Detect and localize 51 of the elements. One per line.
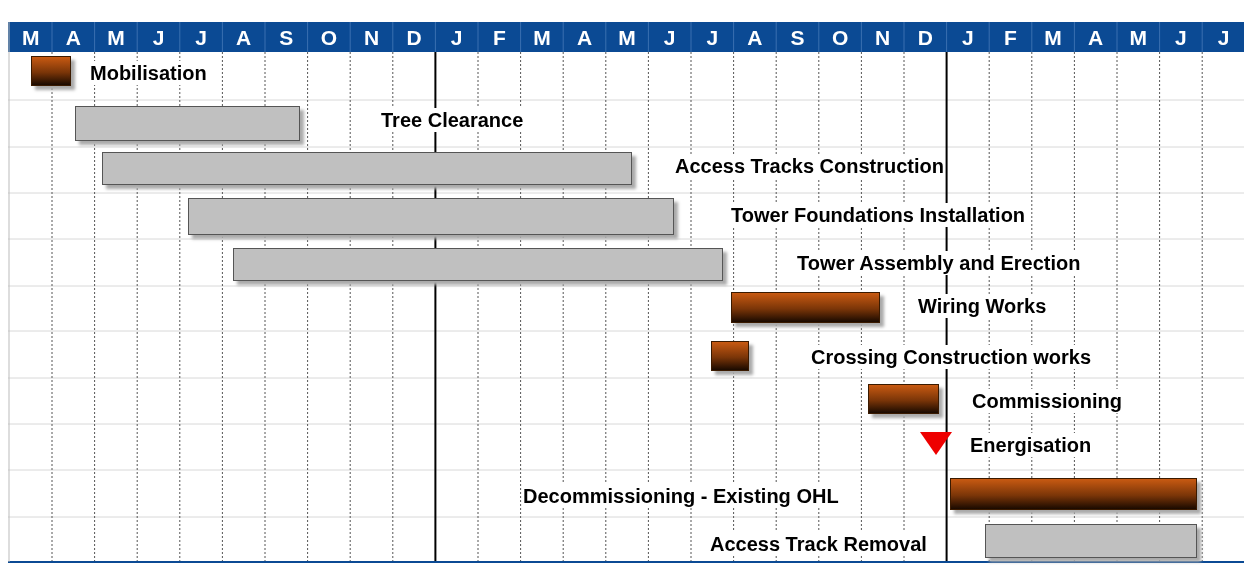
month-label: A bbox=[575, 25, 594, 51]
month-label: M bbox=[1043, 25, 1063, 51]
month-label: J bbox=[1174, 25, 1188, 51]
month-label: A bbox=[746, 25, 764, 51]
month-label: J bbox=[1216, 25, 1231, 51]
task-label: Crossing Construction works bbox=[811, 345, 1092, 369]
month-label: M bbox=[1128, 25, 1149, 51]
month-label: J bbox=[194, 25, 208, 51]
month-label: O bbox=[830, 25, 850, 51]
month-label: M bbox=[617, 25, 637, 51]
month-label: S bbox=[278, 25, 295, 51]
month-label: N bbox=[362, 25, 381, 51]
task-label: Access Track Removal bbox=[710, 532, 927, 556]
gantt-bar bbox=[985, 524, 1197, 558]
month-label: A bbox=[64, 25, 82, 51]
gantt-bar bbox=[75, 106, 300, 141]
month-label: A bbox=[1087, 25, 1105, 51]
month-label: J bbox=[705, 25, 720, 51]
month-label: J bbox=[151, 25, 166, 51]
gantt-bar bbox=[188, 198, 674, 235]
gantt-bar bbox=[31, 56, 71, 86]
gantt-bar bbox=[711, 341, 749, 371]
task-label: Commissioning bbox=[972, 389, 1122, 413]
month-label: M bbox=[532, 25, 552, 51]
task-label: Tower Foundations Installation bbox=[731, 203, 1026, 227]
month-label: F bbox=[1003, 25, 1018, 51]
task-label: Access Tracks Construction bbox=[675, 154, 944, 178]
month-label: N bbox=[874, 25, 892, 51]
month-label: M bbox=[106, 25, 126, 51]
month-label: J bbox=[449, 25, 464, 51]
month-label: D bbox=[916, 25, 934, 51]
task-label: Tree Clearance bbox=[381, 108, 524, 132]
month-label: J bbox=[961, 25, 975, 51]
gantt-bar bbox=[731, 292, 880, 323]
gantt-bar bbox=[233, 248, 723, 281]
task-label: Tower Assembly and Erection bbox=[797, 251, 1081, 275]
gantt-bar bbox=[868, 384, 939, 414]
task-label: Energisation bbox=[970, 433, 1092, 457]
month-label: D bbox=[405, 25, 423, 51]
month-label: J bbox=[662, 25, 677, 51]
task-label: Mobilisation bbox=[90, 61, 207, 85]
milestone-marker bbox=[920, 432, 952, 455]
month-label: S bbox=[789, 25, 806, 51]
month-label: A bbox=[235, 25, 253, 51]
gantt-bar bbox=[950, 478, 1197, 510]
gantt-bar bbox=[102, 152, 632, 185]
month-label: F bbox=[491, 25, 507, 51]
month-label: M bbox=[20, 25, 41, 51]
month-label: O bbox=[319, 25, 339, 51]
task-label: Decommissioning - Existing OHL bbox=[523, 484, 839, 508]
task-label: Wiring Works bbox=[918, 294, 1047, 318]
